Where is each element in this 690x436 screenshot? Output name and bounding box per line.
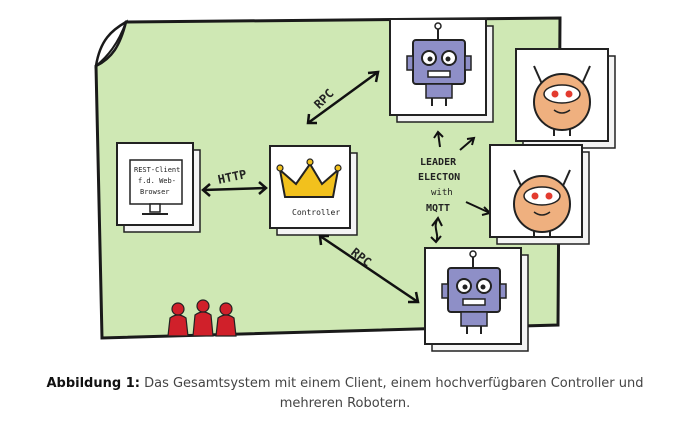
client-label-line3: Browser [140, 188, 170, 196]
system-diagram: REST-Client f.d. Web- Browser HTTP Contr… [94, 16, 616, 352]
robot-orange-middle [489, 144, 590, 245]
client-box: REST-Client f.d. Web- Browser [116, 142, 201, 233]
leader-line4: MQTT [426, 203, 450, 214]
caption-label: Abbildung 1: [46, 376, 140, 391]
leader-line2: ELECTON [418, 172, 460, 183]
http-arrow: HTTP [201, 167, 268, 197]
figure-caption: Abbildung 1: Das Gesamtsystem mit einem … [40, 374, 650, 414]
controller-box: Controller [269, 145, 358, 236]
robot-orange-top [515, 48, 616, 149]
people-icon [167, 299, 237, 337]
robot-blue-bottom [424, 247, 529, 352]
leader-election-text: LEADER ELECTON with MQTT [418, 157, 460, 214]
leader-line3: with [431, 188, 453, 198]
controller-label: Controller [292, 208, 340, 217]
crown-icon [278, 162, 340, 198]
robot-blue-top [389, 18, 494, 123]
leader-line1: LEADER [420, 157, 457, 168]
client-label-line1: REST-Client [134, 166, 180, 174]
http-label: HTTP [217, 167, 248, 187]
client-label-line2: f.d. Web- [138, 177, 176, 185]
caption-text: Das Gesamtsystem mit einem Client, einem… [144, 376, 644, 411]
